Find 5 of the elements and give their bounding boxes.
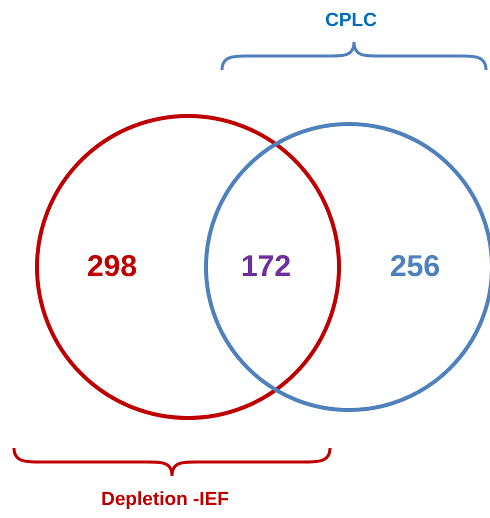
count-label: 172 [240, 249, 292, 285]
set-label: CPLC [325, 10, 377, 32]
count-label: 298 [86, 249, 138, 285]
set-label: Depletion -IEF [101, 489, 229, 511]
count-label: 256 [390, 249, 440, 285]
